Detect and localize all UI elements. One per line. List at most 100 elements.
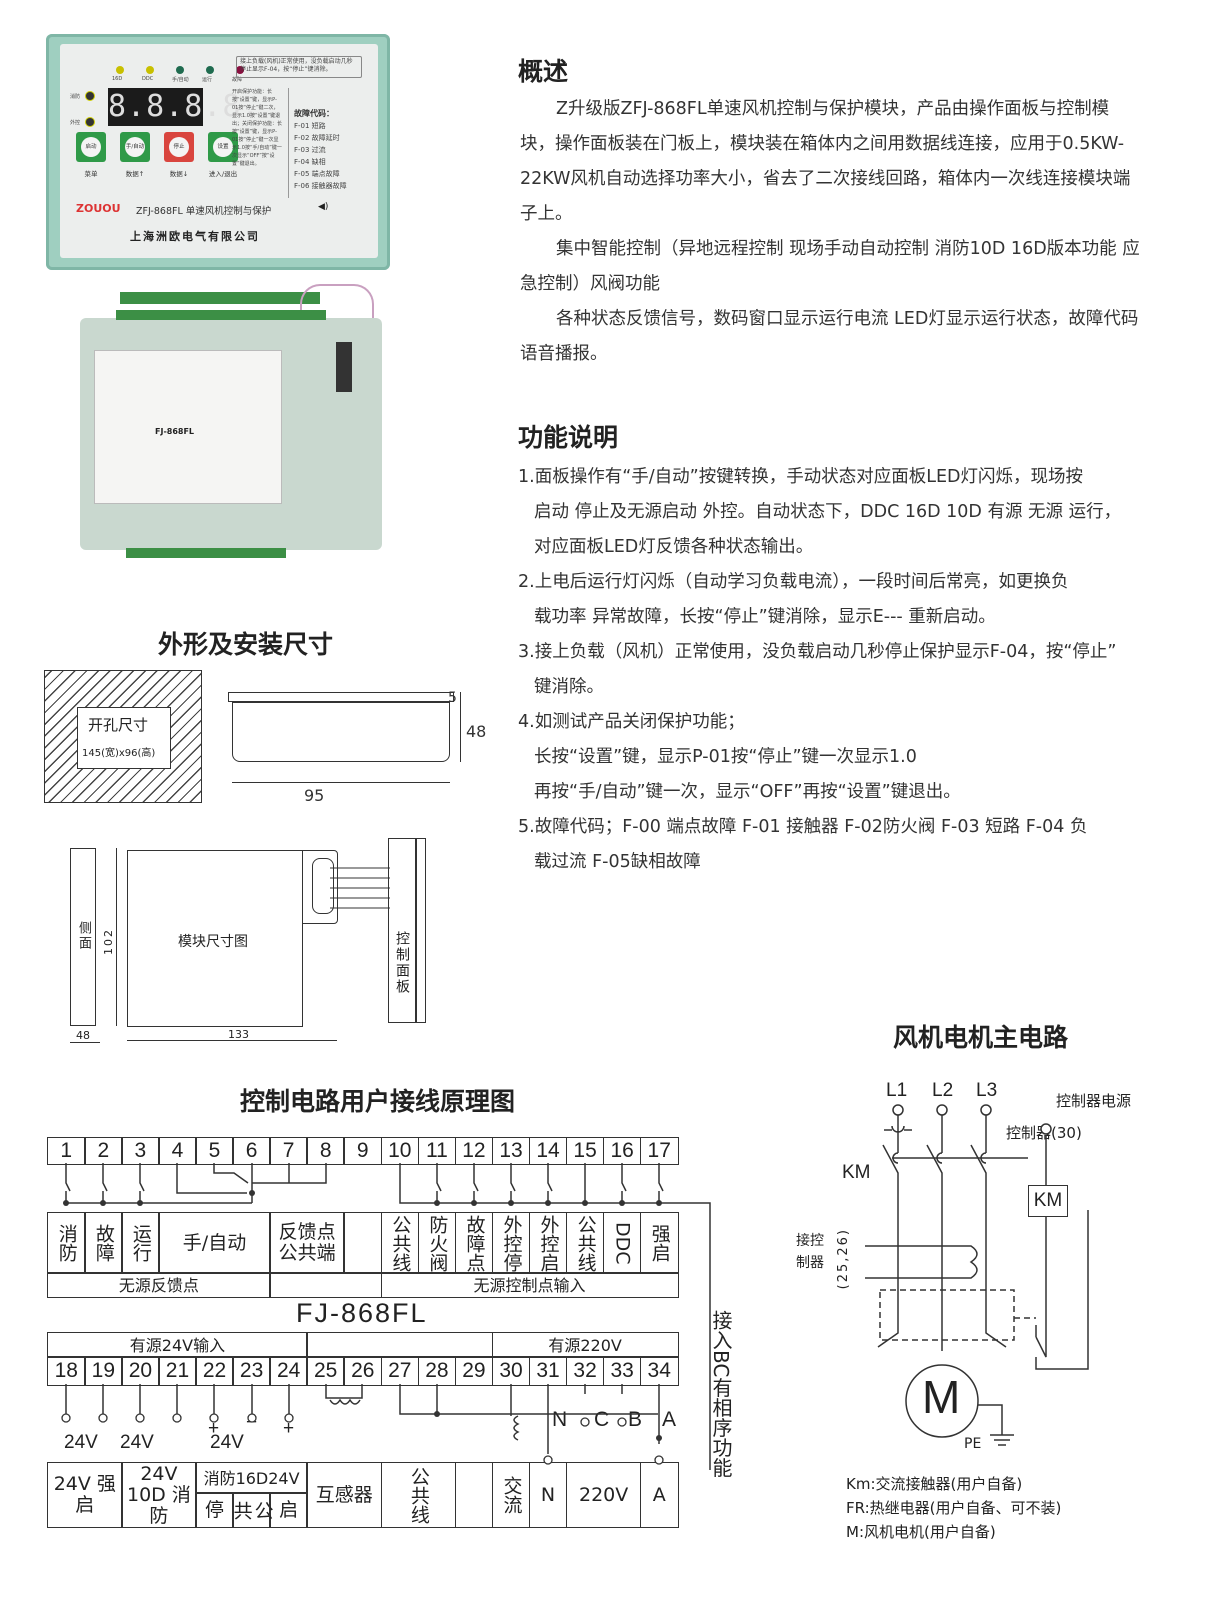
dim-5: 5 <box>448 690 457 706</box>
dimensions-title: 外形及安装尺寸 <box>158 630 334 659</box>
terminal-label: DDC <box>602 1212 642 1274</box>
side-label: 侧面 <box>76 921 91 951</box>
terminal-label: N <box>528 1462 568 1528</box>
function-line: 长按“设置”键，显示P-01按“停止”键一次显示1.0 <box>534 747 917 767</box>
dim-48: 48 <box>466 722 487 741</box>
phase-l2: L2 <box>932 1080 954 1101</box>
ribbon-cable <box>300 284 374 326</box>
module-dim-label: 模块尺寸图 <box>178 934 248 950</box>
overview-text: Z升级版ZFJ-868FL单速风机控制与保护模块，产品由操作面板与控制模块，操作… <box>520 92 1140 372</box>
dim-133: 133 <box>228 1028 249 1041</box>
motor-circuit-lines <box>865 1104 1089 1446</box>
terminal-label: 故障点 <box>454 1212 494 1274</box>
notice-text: 接上负载(风机)正常使用，没负载启动几秒停止显示F-04，按“停止”键消除。 <box>236 56 362 78</box>
panel-key-0[interactable]: 启动 <box>76 132 106 162</box>
wiring-title: 控制电路用户接线原理图 <box>240 1087 516 1116</box>
fire16-cell: 停 <box>195 1492 234 1528</box>
legend-item: FR:热继电器(用户自备、可不装) <box>846 1499 1062 1517</box>
motor-legend: Km:交流接触器(用户自备) FR:热继电器(用户自备、可不装) M:风机电机(… <box>846 1472 1061 1544</box>
panel-key-2[interactable]: 停止 <box>164 132 194 162</box>
function-line: 5.故障代码；F-00 端点故障 F-01 接触器 F-02防火阀 F-03 短… <box>518 817 1088 837</box>
protect-note: 开启保护功能：长按“设置”键，显示P-01按“停止”键二次，显示1.0按“设置”… <box>232 89 283 167</box>
key-caption: 数据↓ <box>169 170 189 178</box>
cutout-size: 145(宽)x96(高) <box>82 748 156 759</box>
module-port <box>336 342 352 392</box>
key-caption: 菜单 <box>84 170 98 178</box>
terminal-label: A <box>639 1462 679 1528</box>
led-label: 故障 <box>232 77 243 83</box>
terminal-label: 220V <box>565 1462 642 1528</box>
terminal-9: 9 <box>343 1137 383 1165</box>
km-coil: KM <box>1028 1185 1068 1217</box>
led-icon <box>236 66 244 74</box>
terminal-label: 24V 10D 消防 <box>121 1462 197 1528</box>
connector-cable <box>330 867 390 909</box>
fault-code: F-06 接触器故障 <box>294 182 347 190</box>
fire16-header: 消防16D24V <box>195 1462 308 1494</box>
terminal-group <box>269 1272 383 1298</box>
key-label: 设置 <box>213 137 233 157</box>
model-name: ZFJ-868FL 单速风机控制与保护 <box>136 206 272 217</box>
led-fire-icon <box>86 92 94 100</box>
function-line: 1.面板操作有“手/自动”按键转换，手动状态对应面板LED灯闪烁，现场按 <box>518 467 1084 487</box>
control-panel-label: 控制面板 <box>394 931 410 995</box>
wiring-lines <box>61 1163 711 1470</box>
key-label: 停止 <box>169 137 189 157</box>
pe-label: PE <box>964 1436 982 1452</box>
panel-key-3[interactable]: 设置 <box>208 132 238 162</box>
terminal-29: 29 <box>454 1356 494 1386</box>
panel-bezel <box>416 838 426 1023</box>
terminal-label: 外控停 <box>491 1212 531 1274</box>
overview-title: 概述 <box>518 57 569 86</box>
voltage-label: 24V <box>210 1432 244 1453</box>
motor-title: 风机电机主电路 <box>893 1023 1069 1052</box>
fault-code: F-01 短路 <box>294 122 326 130</box>
brand-logo: ZOUOU <box>76 202 121 215</box>
phase-label: A <box>662 1408 677 1431</box>
legend-item: M:风机电机(用户自备) <box>846 1523 996 1541</box>
fault-code: F-05 端点故障 <box>294 170 340 178</box>
terminal-label: 公共线 <box>565 1212 605 1274</box>
led-icon <box>206 66 214 74</box>
led-label: 运行 <box>202 77 213 83</box>
controller-power-label: 控制器电源 <box>1056 1092 1132 1110</box>
fire16-cell: 公共 <box>231 1492 274 1528</box>
function-line: 键消除。 <box>534 677 604 697</box>
terminal-label: 外控启 <box>528 1212 568 1274</box>
company-name: 上海洲欧电气有限公司 <box>130 230 260 243</box>
function-line: 再按“手/自动”键一次，显示“OFF”再按“设置”键退出。 <box>534 782 961 802</box>
terminal-group: 无源反馈点 <box>47 1272 271 1298</box>
km-label: KM <box>842 1162 871 1183</box>
terminal-group: 有源220V <box>491 1332 679 1358</box>
phase-l1: L1 <box>886 1080 908 1101</box>
module-connector <box>302 850 338 924</box>
terminal-label: 互感器 <box>306 1462 383 1528</box>
cutout-label: 开孔尺寸 <box>88 716 149 734</box>
key-label: 手/自动 <box>125 137 145 157</box>
terminal-label: 公共线 <box>380 1462 457 1528</box>
led-label: 16D <box>112 76 123 82</box>
terminal-label: 故障 <box>84 1212 123 1274</box>
legend-item: Km:交流接触器(用户自备) <box>846 1475 1023 1493</box>
key-caption: 进入/退出 <box>208 170 238 178</box>
dim-102: 102 <box>102 928 115 955</box>
module-model: FJ-868FL <box>155 427 195 436</box>
front-view-body <box>232 702 450 762</box>
module-outline: 模块尺寸图 <box>127 850 303 1027</box>
terminal-label: 反馈点公共端 <box>269 1212 345 1274</box>
terminal-label: 防火阀 <box>417 1212 457 1274</box>
panel-key-1[interactable]: 手/自动 <box>120 132 150 162</box>
terminal-label <box>454 1462 494 1528</box>
fault-code: F-04 缺相 <box>294 158 326 166</box>
functions-list: 1.面板操作有“手/自动”按键转换，手动状态对应面板LED灯闪烁，现场按启动 停… <box>518 460 1158 880</box>
overview-paragraph: Z升级版ZFJ-868FL单速风机控制与保护模块，产品由操作面板与控制模块，操作… <box>520 99 1131 224</box>
led-label: 手/自动 <box>172 77 189 83</box>
motor-symbol: M <box>922 1371 961 1423</box>
function-line: 载功率 异常故障，长按“停止”键消除，显示E--- 重新启动。 <box>534 607 996 627</box>
functions-title: 功能说明 <box>518 423 619 452</box>
led-external-icon <box>86 118 94 126</box>
side-note: 接入BC有相序功能 <box>709 1310 733 1478</box>
function-line: 启动 停止及无源启动 外控。自动状态下，DDC 16D 10D 有源 无源 运行… <box>534 502 1122 522</box>
fault-title: 故障代码： <box>294 109 334 118</box>
